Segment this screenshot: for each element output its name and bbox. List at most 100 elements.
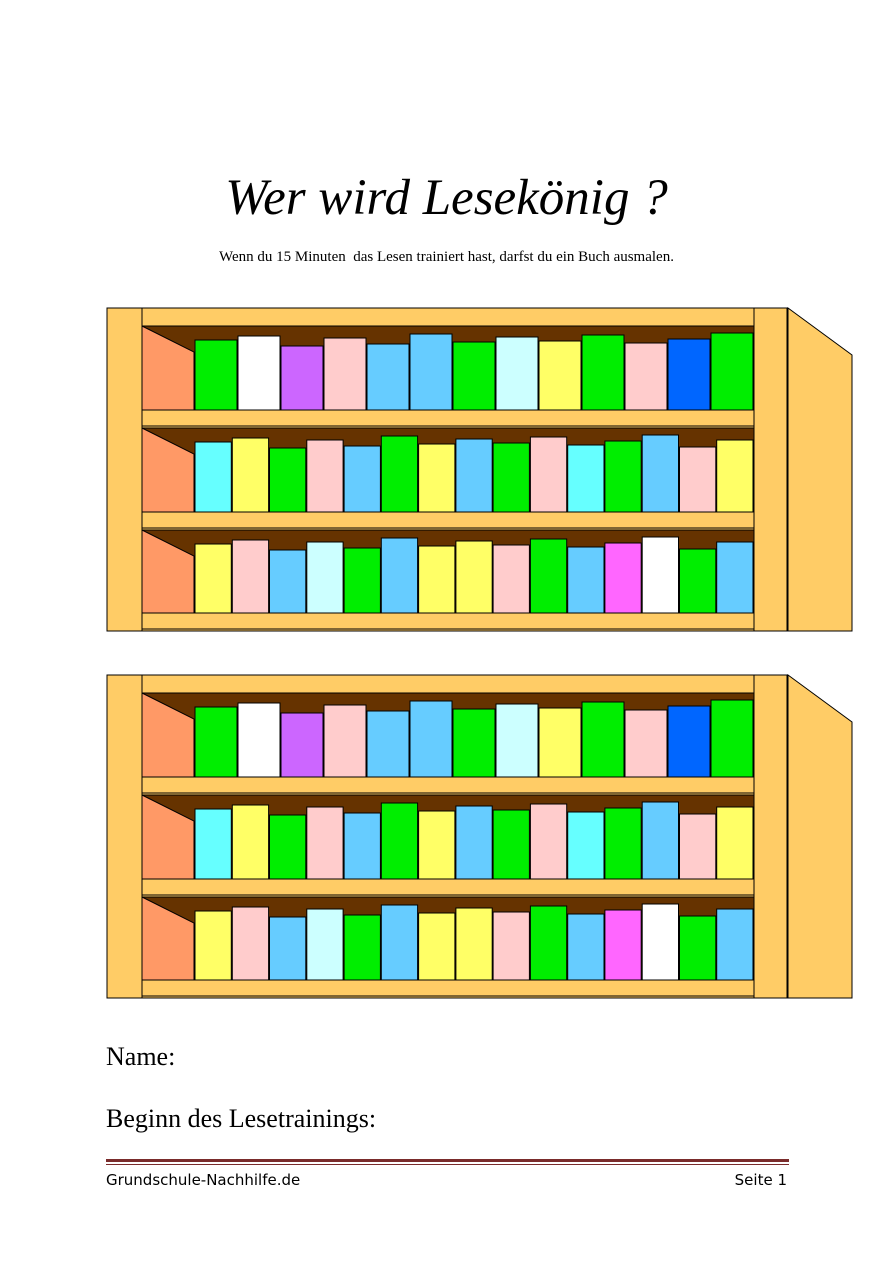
book xyxy=(529,803,568,880)
book xyxy=(306,439,344,513)
shelf-board xyxy=(141,776,755,794)
book xyxy=(716,439,754,513)
book xyxy=(529,905,568,981)
shelf-board xyxy=(141,979,755,997)
book xyxy=(492,911,530,981)
book xyxy=(366,710,410,778)
shelf-board xyxy=(141,878,755,896)
book xyxy=(194,808,232,880)
book xyxy=(567,546,605,614)
book xyxy=(452,341,496,411)
book xyxy=(495,336,539,411)
footer-page-number: Seite 1 xyxy=(734,1171,787,1189)
book xyxy=(418,810,456,880)
book xyxy=(679,915,717,981)
book xyxy=(306,541,344,614)
book xyxy=(280,345,324,411)
book xyxy=(641,801,680,880)
book xyxy=(409,333,453,411)
name-label: Name: xyxy=(106,1042,176,1071)
book xyxy=(280,712,324,778)
book xyxy=(641,903,680,981)
book xyxy=(231,539,270,614)
book xyxy=(624,342,668,411)
footer-rule xyxy=(106,1159,789,1167)
book xyxy=(194,706,238,778)
book xyxy=(409,700,453,778)
book xyxy=(604,807,642,880)
book xyxy=(343,445,381,513)
shelf-side-panel xyxy=(787,307,853,632)
book xyxy=(380,537,419,614)
book xyxy=(667,705,711,778)
book xyxy=(567,444,605,513)
book xyxy=(380,904,419,981)
book xyxy=(529,538,568,614)
instruction-text: Wenn du 15 Minuten das Lesen trainiert h… xyxy=(219,249,674,265)
book xyxy=(604,542,642,614)
book xyxy=(538,340,582,411)
shelf-board xyxy=(141,511,755,529)
book xyxy=(679,813,717,880)
book xyxy=(418,545,456,614)
book xyxy=(581,334,625,411)
book xyxy=(231,437,270,513)
book xyxy=(667,338,711,411)
book xyxy=(604,909,642,981)
book xyxy=(194,441,232,513)
book xyxy=(418,912,456,981)
page-title: Wer wird Lesekönig ? xyxy=(225,170,668,226)
book xyxy=(306,806,344,880)
shelf-left-wedge xyxy=(141,529,195,614)
book xyxy=(581,701,625,778)
book xyxy=(641,536,680,614)
book xyxy=(529,436,568,513)
book xyxy=(716,806,754,880)
book xyxy=(492,544,530,614)
book xyxy=(306,908,344,981)
book xyxy=(269,549,307,614)
footer-site: Grundschule-Nachhilfe.de xyxy=(106,1171,301,1189)
book xyxy=(343,547,381,614)
book xyxy=(716,908,754,981)
shelf-left-wedge xyxy=(141,325,195,411)
book xyxy=(269,814,307,880)
book xyxy=(231,804,270,880)
book xyxy=(366,343,410,411)
bookshelf-1 xyxy=(106,307,854,633)
shelf-left-wedge xyxy=(141,427,195,513)
book xyxy=(194,910,232,981)
book xyxy=(604,440,642,513)
bookshelf-2 xyxy=(106,674,854,1000)
book xyxy=(323,704,367,778)
book xyxy=(343,812,381,880)
book xyxy=(567,811,605,880)
bookshelf-drawing xyxy=(106,674,853,999)
book xyxy=(237,335,281,411)
book xyxy=(380,435,419,513)
shelf-board xyxy=(141,612,755,630)
book xyxy=(641,434,680,513)
bookshelf-drawing xyxy=(106,307,853,632)
book xyxy=(679,446,717,513)
book xyxy=(455,805,493,880)
book xyxy=(237,702,281,778)
book xyxy=(710,332,754,411)
book xyxy=(455,907,493,981)
book xyxy=(455,540,493,614)
book xyxy=(231,906,270,981)
book xyxy=(194,543,232,614)
book xyxy=(492,442,530,513)
book xyxy=(269,916,307,981)
book xyxy=(452,708,496,778)
shelf-side-panel xyxy=(787,674,853,999)
book xyxy=(455,438,493,513)
book xyxy=(679,548,717,614)
book xyxy=(194,339,238,411)
book xyxy=(567,913,605,981)
book xyxy=(716,541,754,614)
book xyxy=(538,707,582,778)
book xyxy=(624,709,668,778)
book xyxy=(343,914,381,981)
book xyxy=(492,809,530,880)
